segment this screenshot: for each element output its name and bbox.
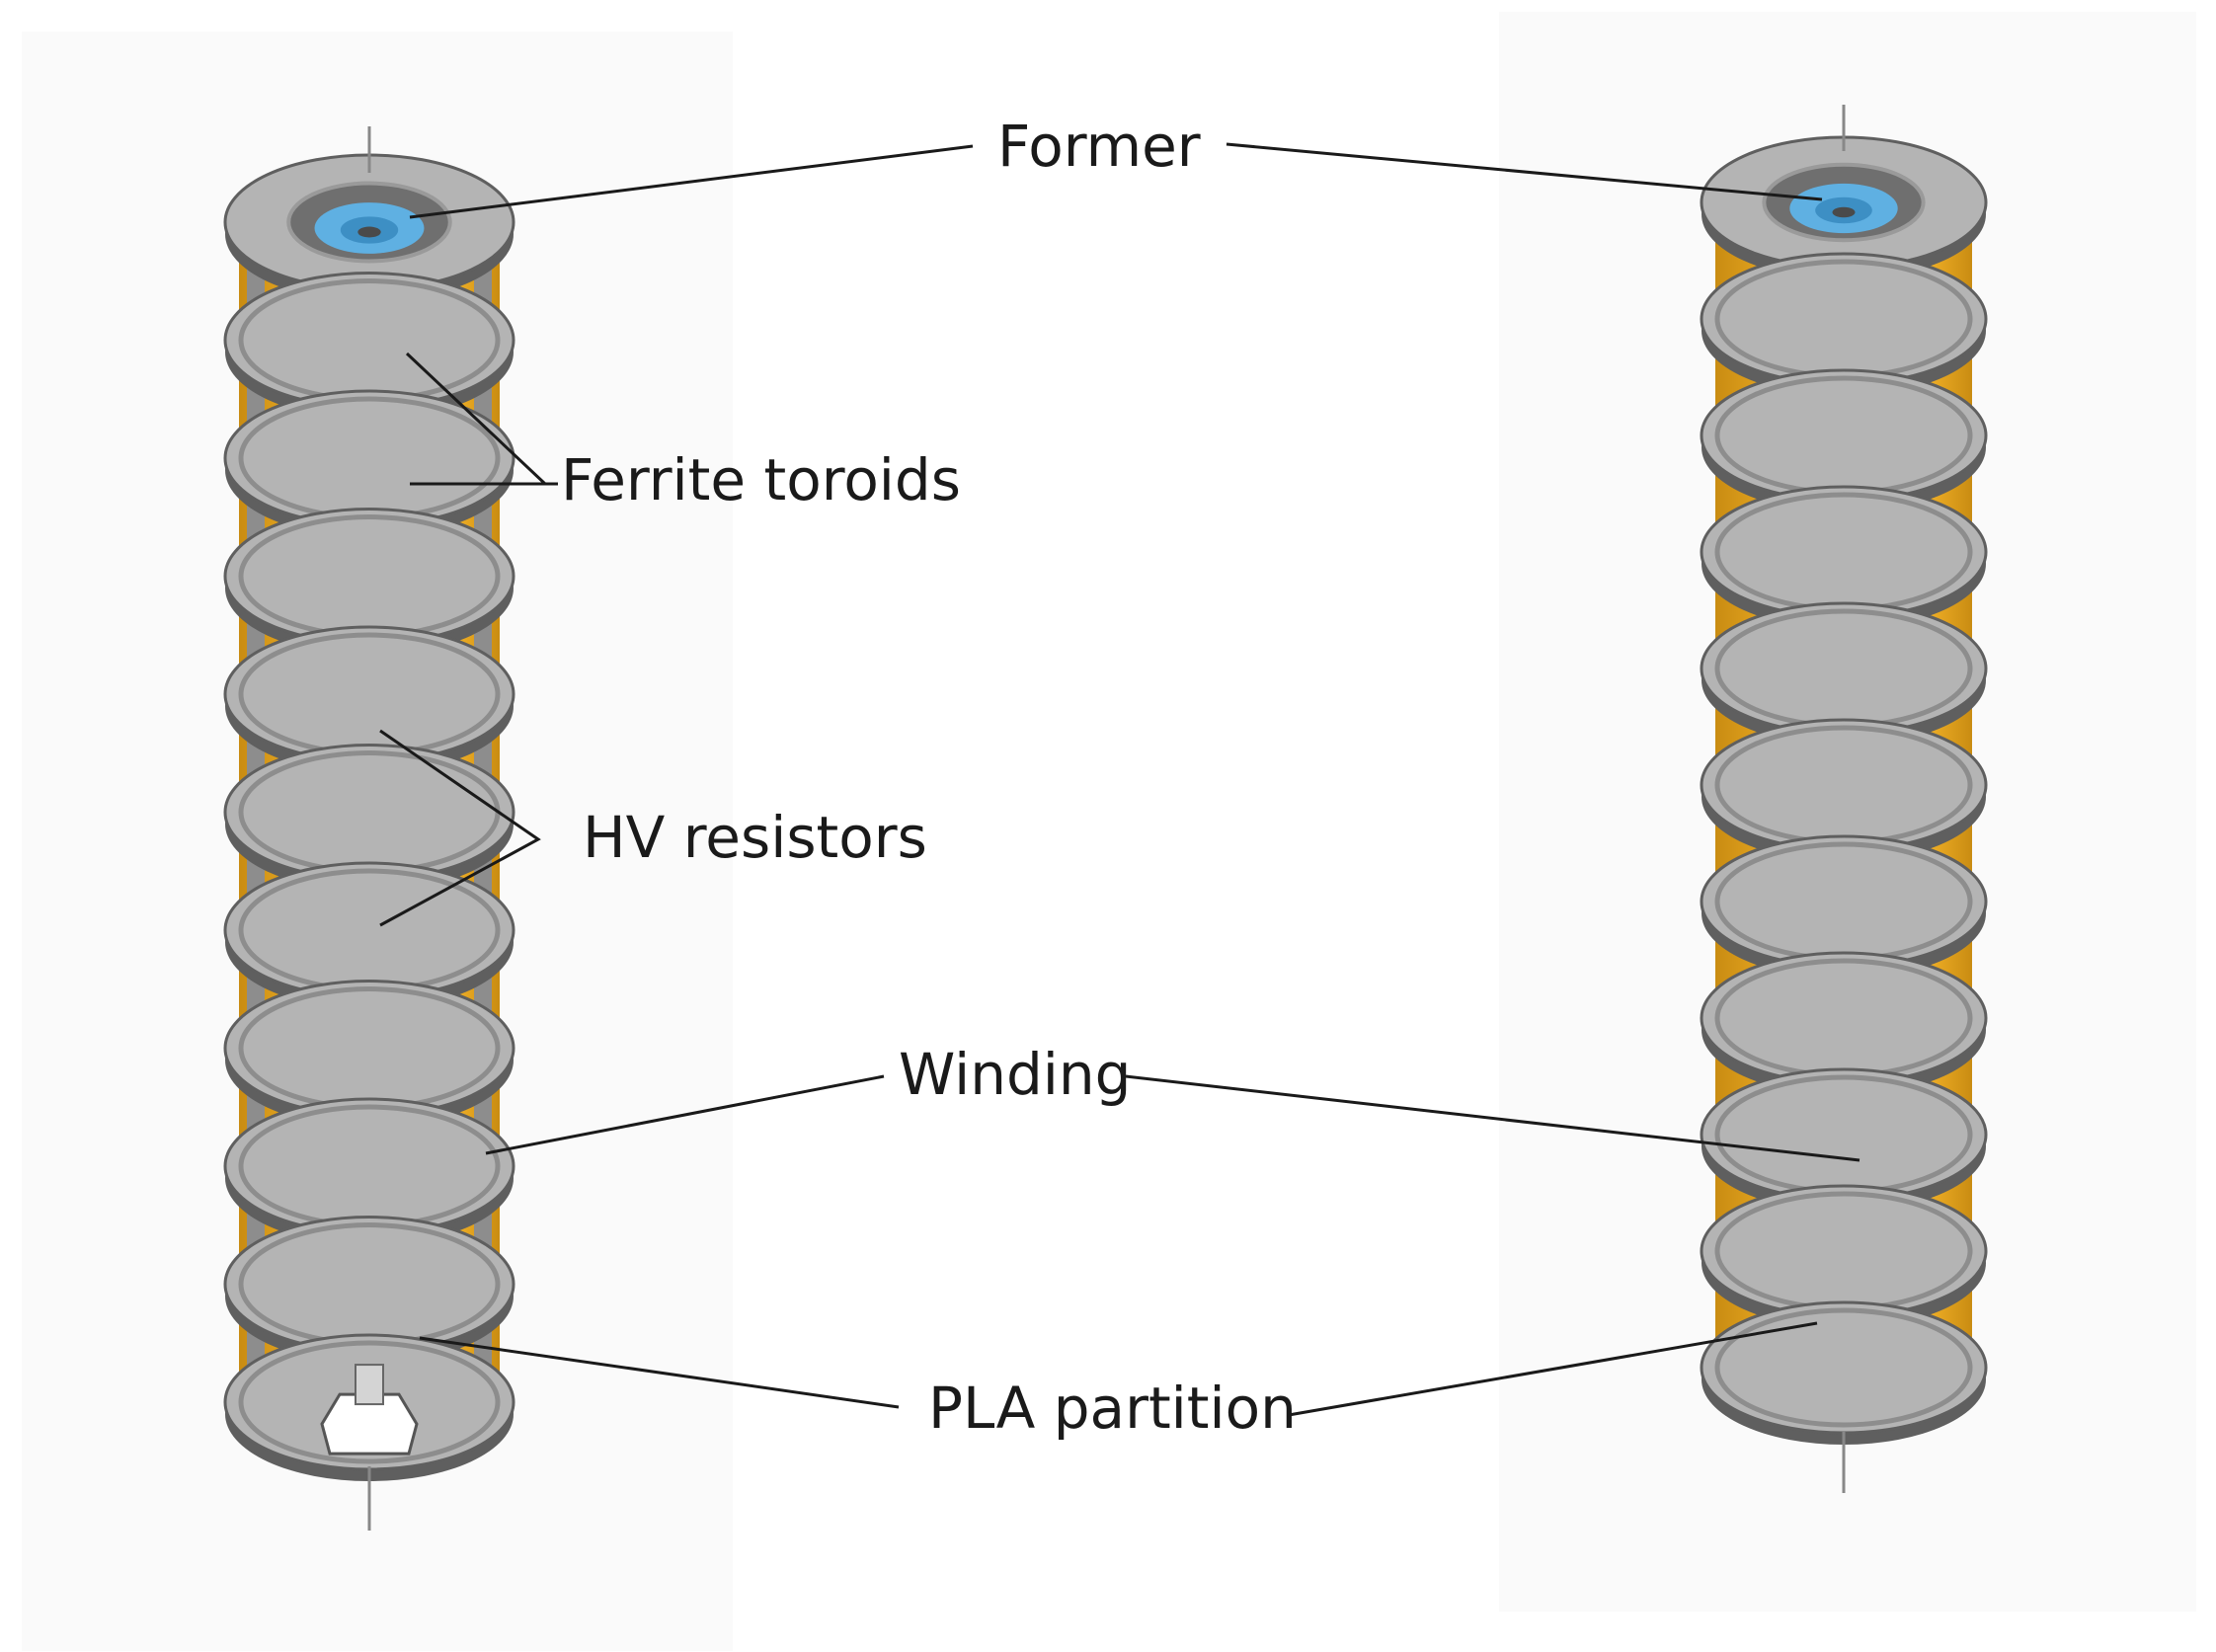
pla-partition [1700,368,1988,512]
former-bore [1832,206,1856,218]
former-label: Former [997,113,1201,180]
pla-partition-face [1700,252,1988,386]
pla-partition [1700,252,1988,396]
former-bore [357,226,381,238]
pla-partition-lip [1714,1307,1973,1428]
hv-resistors-leader [379,729,541,927]
pla-partition-face [223,508,515,645]
wound-coil [1700,105,1988,1493]
pla-partition [223,861,515,1009]
callout-lines [379,142,1860,1417]
winding-label: Winding [899,1041,1131,1108]
left-former [286,181,452,264]
winding-leader-right [1125,1074,1860,1162]
pla-partition-leader-right [1288,1321,1818,1417]
pla-partition-label: PLA partition [928,1375,1297,1442]
winding-leader-left [485,1074,885,1155]
pla-partition-face [1700,834,1988,969]
pla-partition-face [1700,1184,1988,1318]
pla-partition [223,980,515,1128]
former-leader-left [409,144,974,219]
pla-partition-lip [238,1340,501,1464]
pla-partition-face [223,980,515,1117]
pla-partition [223,625,515,773]
pla-partition-face [1700,601,1988,736]
pla-partition-face [223,861,515,999]
pla-partition-face [223,625,515,763]
cutaway-coil [223,126,515,1531]
ferrite-toroids-label: Ferrite toroids [561,446,961,513]
hv-resistor-end [355,1364,384,1406]
pla-partition-face [223,272,515,409]
pla-partition [1700,1300,1988,1445]
pla-partition-face [223,1097,515,1235]
pla-partition-face [223,389,515,527]
pla-partition [223,389,515,537]
former-leader-right [1226,142,1823,201]
pla-partition-face [223,1216,515,1353]
pla-partition-face [223,744,515,881]
right-former [1762,162,1926,243]
pla-partition [223,508,515,656]
pla-partition [223,1097,515,1245]
pla-partition [1700,951,1988,1095]
pla-partition [1700,1184,1988,1328]
pla-partition-face [1700,368,1988,503]
ferrite-toroids-leader [405,352,558,486]
bottom-opening [320,1392,419,1455]
pla-partition-face [1700,1067,1988,1202]
pla-partition [1700,601,1988,746]
pla-partition-face [1700,951,1988,1085]
pla-partition-face [1700,1300,1988,1435]
hv-resistors-label: HV resistors [583,804,927,871]
pla-partition-face [1700,485,1988,619]
pla-partition-leader-left [419,1336,900,1409]
pla-partition-face [1700,718,1988,852]
